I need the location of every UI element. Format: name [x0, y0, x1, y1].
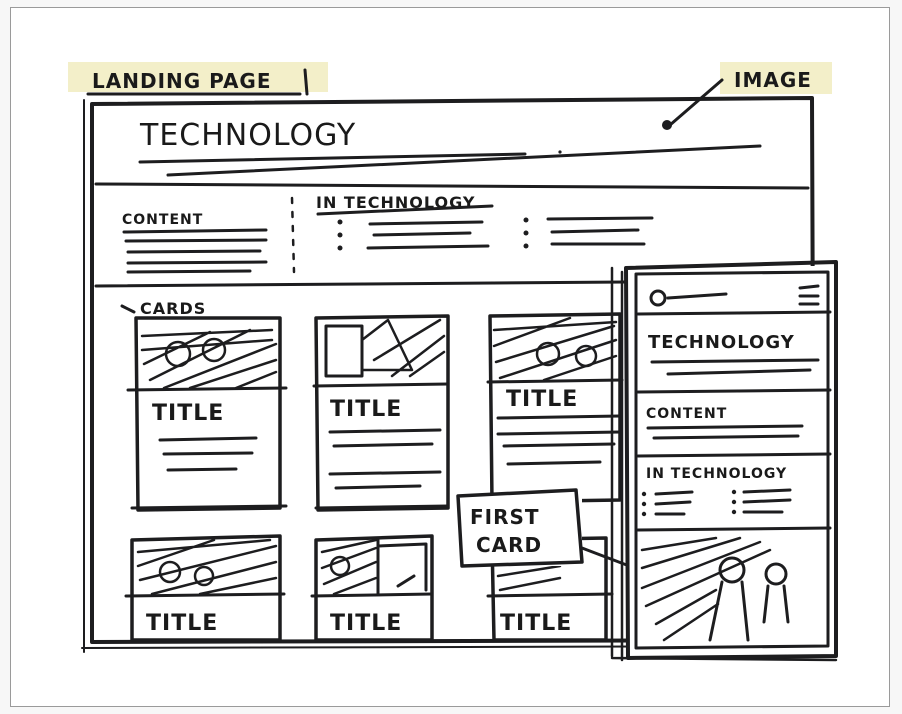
mobile-in-technology-label: IN TECHNOLOGY	[646, 466, 787, 482]
first-card-callout: FIRST CARD	[456, 488, 714, 600]
image-callout-highlight	[720, 62, 832, 94]
card[interactable]: TITLE	[310, 534, 434, 642]
first-card-callout-line1: FIRST	[470, 505, 540, 529]
card[interactable]: TITLE	[126, 316, 288, 512]
hero-title: TECHNOLOGY	[139, 118, 356, 153]
content-label: CONTENT	[122, 212, 203, 228]
card-title: TITLE	[330, 611, 402, 636]
card[interactable]: TITLE	[124, 534, 286, 642]
card-title: TITLE	[330, 397, 402, 422]
mobile-title: TECHNOLOGY	[648, 332, 795, 353]
card-title: TITLE	[152, 401, 224, 426]
image-callout-arrow	[668, 78, 724, 127]
card[interactable]: TITLE	[486, 536, 614, 642]
mobile-hamburger-icon[interactable]	[798, 284, 820, 306]
image-callout-label: IMAGE	[734, 68, 812, 92]
card[interactable]: TITLE	[486, 312, 624, 504]
first-card-callout-line2: CARD	[476, 533, 542, 557]
content-row: CONTENT IN TECHNOLOGY	[94, 193, 654, 288]
page-label-highlight	[68, 62, 328, 92]
card-title: TITLE	[506, 387, 578, 412]
image-callout-dot	[662, 120, 672, 130]
hero-section: TECHNOLOGY	[94, 118, 810, 190]
page-label: LANDING PAGE	[92, 69, 272, 93]
mobile-content-label: CONTENT	[646, 406, 727, 422]
card[interactable]: TITLE	[312, 314, 450, 512]
cards-callout-label: CARDS	[140, 299, 206, 318]
card-title: TITLE	[500, 611, 572, 636]
mobile-mockup: TECHNOLOGY CONTENT IN TECHNOLOGY	[610, 260, 838, 662]
mobile-logo-icon	[649, 289, 667, 307]
card-title: TITLE	[146, 611, 218, 636]
